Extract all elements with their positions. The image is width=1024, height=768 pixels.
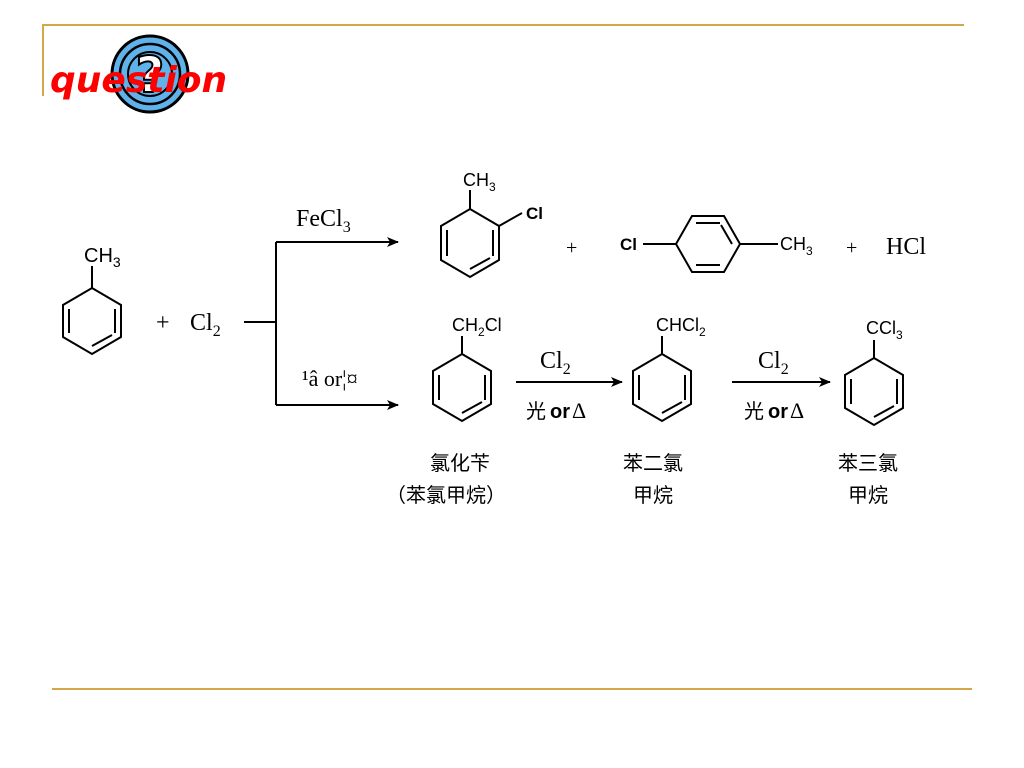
reagent-chlorine: Cl2	[190, 310, 221, 340]
ortho-chlorotoluene-structure	[440, 190, 523, 279]
benzyl-chloride-alt-name: （苯氯甲烷）	[386, 483, 506, 507]
left-rule	[42, 24, 44, 96]
ortho-chloro-label: Cl	[526, 204, 543, 223]
toluene-methyl-label: CH3	[84, 245, 121, 270]
benzotrichloride-structure	[844, 340, 904, 427]
benzyl-group-label: CH2Cl	[452, 315, 502, 339]
question-badge-icon: ?	[110, 34, 190, 114]
benzotrichloride-name-line1: 苯三氯	[838, 451, 898, 475]
benzyl-chloride-structure	[432, 336, 492, 423]
reagent-plus: +	[156, 310, 170, 336]
plus-between-products: +	[566, 237, 577, 259]
hcl-byproduct: HCl	[886, 234, 926, 260]
para-chloro-label: Cl	[620, 235, 637, 254]
benzotrichloride-name-line2: 甲烷	[848, 483, 888, 507]
toluene-structure	[62, 266, 122, 356]
plus-before-hcl: +	[846, 237, 857, 259]
page-title: question	[50, 60, 227, 101]
question-mark-glyph: ?	[135, 46, 164, 104]
benzyl-chloride-name: 氯化苄	[430, 451, 490, 475]
benzal-group-label: CHCl2	[656, 315, 706, 339]
top-rule	[42, 24, 964, 26]
step-1-reagent: Cl2	[540, 348, 571, 378]
benzal-chloride-name-line2: 甲烷	[633, 483, 673, 507]
trichloro-group-label: CCl3	[866, 318, 903, 342]
benzal-chloride-name-line1: 苯二氯	[623, 451, 683, 475]
step-2-reagent: Cl2	[758, 348, 789, 378]
benzal-chloride-structure	[632, 336, 692, 423]
ortho-methyl-label: CH3	[463, 170, 496, 194]
para-chlorotoluene-structure	[643, 215, 778, 273]
bottom-rule	[52, 688, 972, 690]
upper-condition-fecl3: FeCl3	[296, 206, 351, 236]
lower-condition-label: ¹â or¦¤	[302, 366, 358, 391]
para-methyl-label: CH3	[780, 234, 813, 258]
